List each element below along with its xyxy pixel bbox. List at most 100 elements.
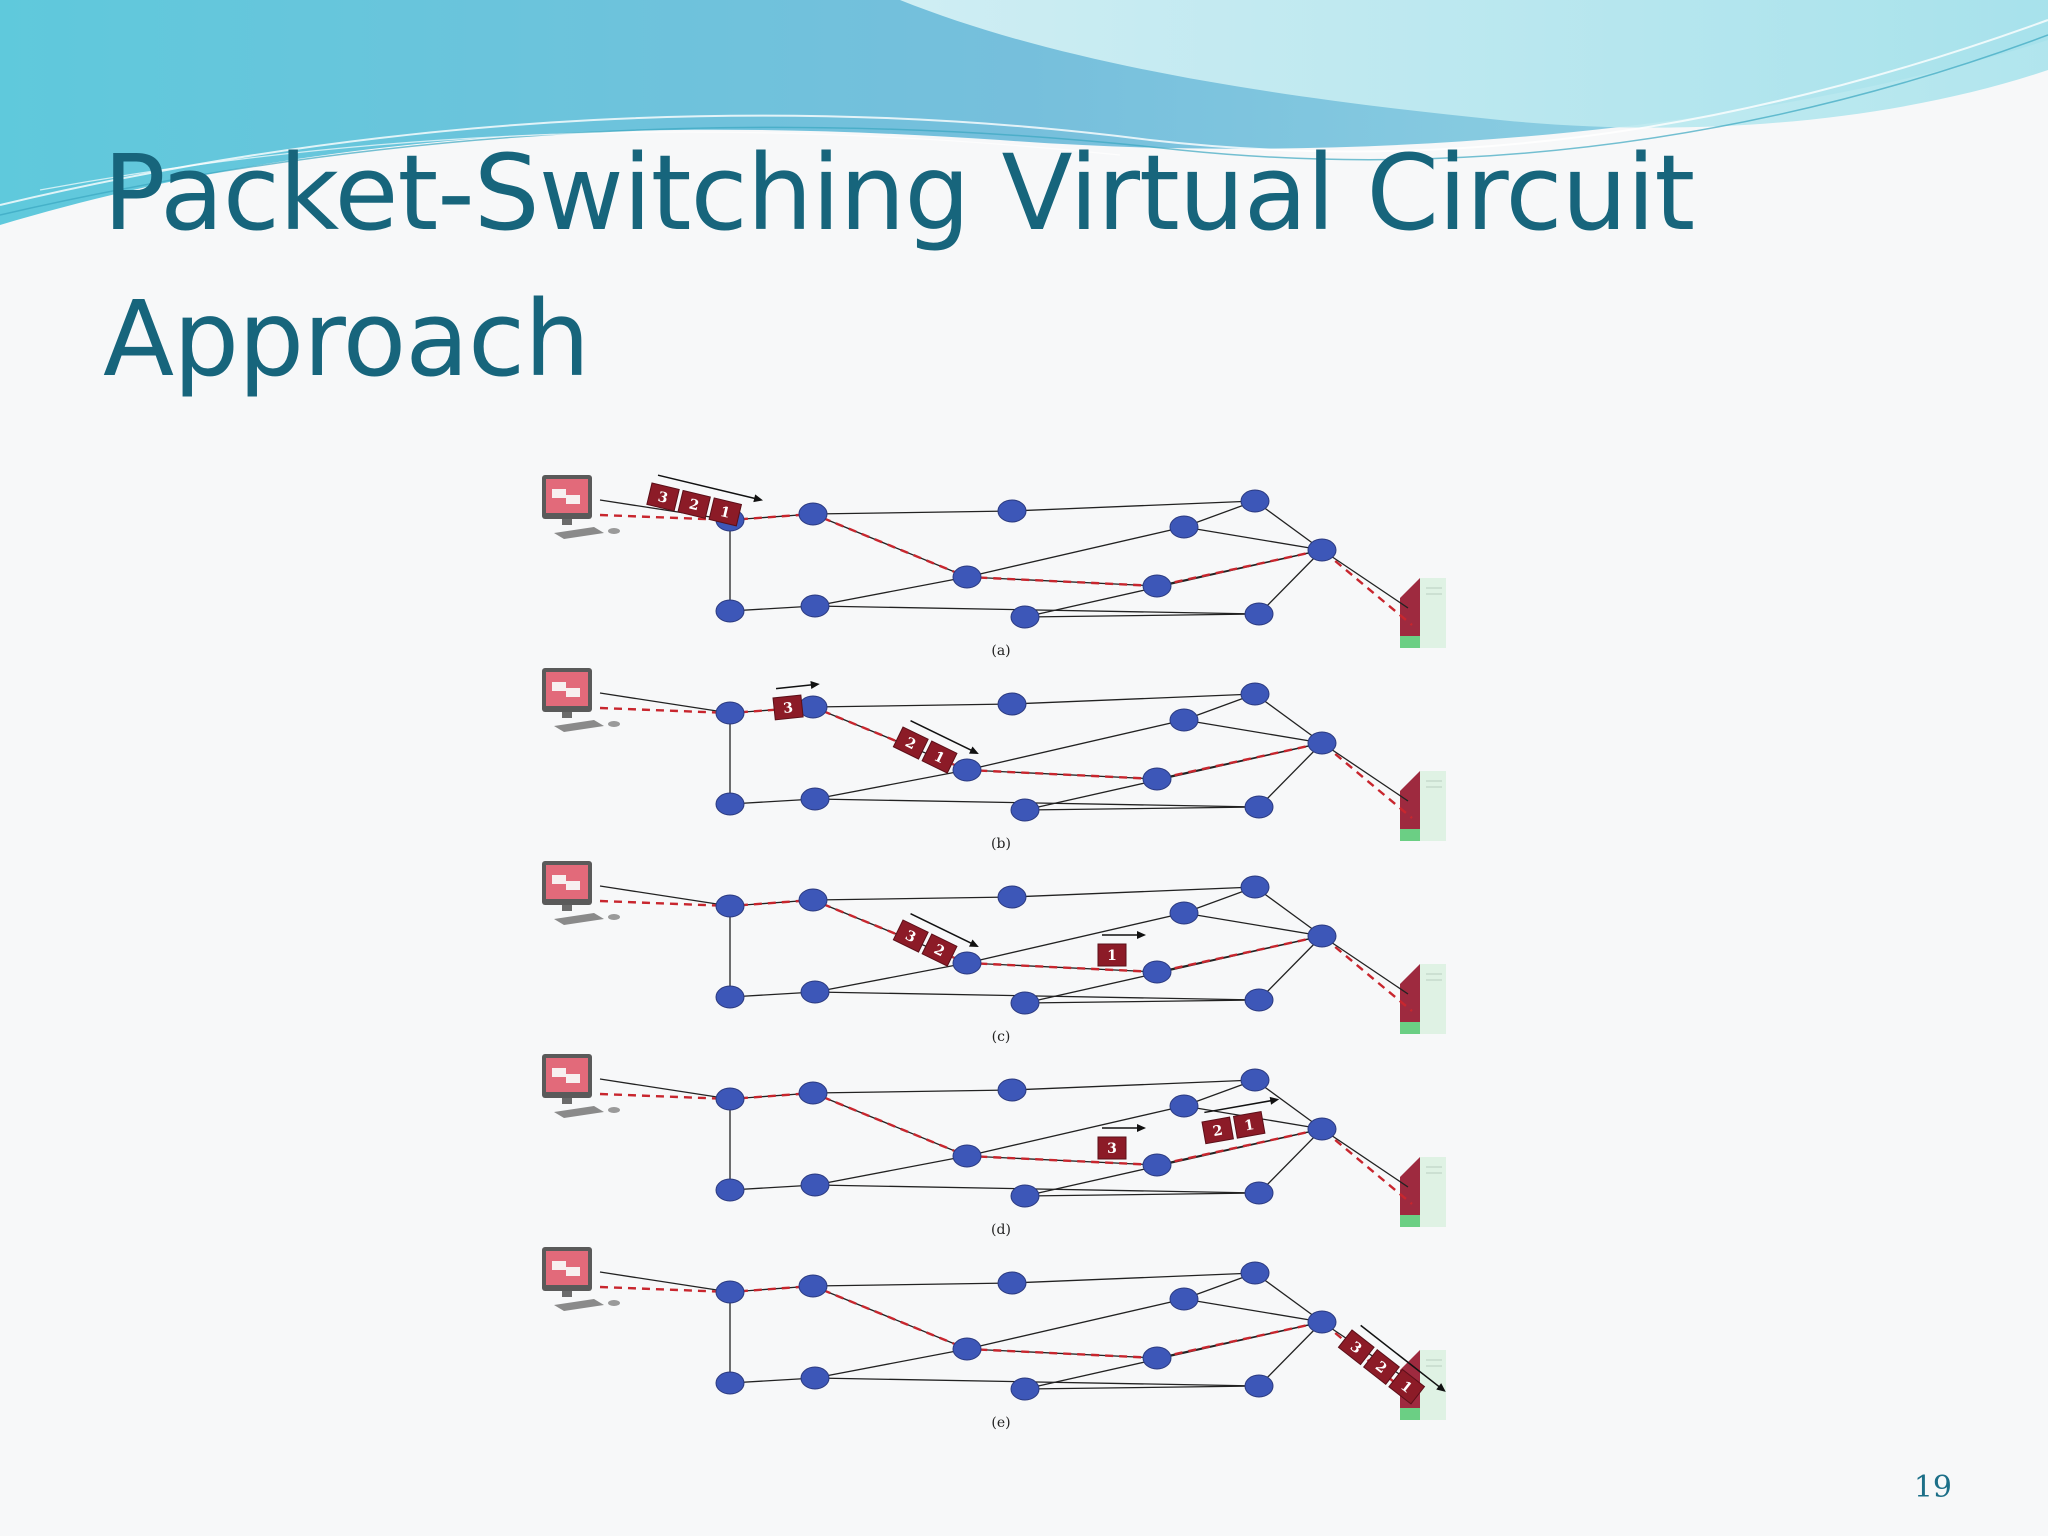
network-node [715, 792, 745, 816]
server-base [1400, 636, 1420, 648]
network-node [1244, 602, 1274, 626]
server-side [1400, 578, 1420, 648]
network-link [966, 1298, 1185, 1350]
network-link [814, 1155, 968, 1186]
direction-arrow-head [1269, 1096, 1280, 1105]
network-node [952, 565, 982, 589]
network-node [1307, 538, 1337, 562]
computer-icon [542, 475, 620, 539]
network-link [814, 605, 1260, 615]
server-front [1420, 771, 1446, 841]
panel-caption: (e) [991, 1415, 1010, 1430]
server-base [1400, 1408, 1420, 1420]
network-node [715, 701, 745, 725]
window-shape [566, 1267, 580, 1276]
direction-arrow-head [969, 746, 979, 754]
network-link [1156, 742, 1323, 780]
packet-box [646, 482, 680, 512]
panel-caption: (a) [991, 643, 1010, 659]
direction-arrow-head [810, 680, 820, 689]
network-link [1024, 1385, 1260, 1390]
packet-label: 1 [718, 504, 731, 522]
network-node [798, 1081, 828, 1105]
server-base [1400, 1215, 1420, 1227]
server-icon [1400, 1157, 1446, 1227]
network-link [966, 1105, 1185, 1157]
network-node [997, 692, 1027, 716]
network-link [1011, 500, 1256, 512]
network-link [1254, 693, 1323, 744]
network-node [1142, 767, 1172, 791]
network-link [1321, 1128, 1409, 1188]
network-link [1156, 549, 1323, 587]
packet-box [1388, 1368, 1426, 1405]
panel-caption: (b) [991, 836, 1011, 852]
network-link [1258, 1128, 1323, 1194]
server-front [1420, 578, 1446, 648]
network-link [1258, 549, 1323, 615]
network-node [715, 985, 745, 1009]
network-node [1142, 574, 1172, 598]
server-side [1400, 1157, 1420, 1227]
network-link [1258, 742, 1323, 808]
packet-label: 1 [1243, 1117, 1255, 1134]
network-node [715, 599, 745, 623]
mouse [608, 1107, 620, 1113]
keyboard [554, 527, 604, 539]
network-node [952, 1144, 982, 1168]
diagram-panel-b: 321(b) [542, 668, 1446, 852]
network-link [599, 1271, 731, 1293]
network-node [1010, 991, 1040, 1015]
network-link [812, 510, 1013, 515]
packet-box [921, 740, 958, 774]
network-link [966, 719, 1185, 771]
packet-box [892, 919, 929, 953]
network-node [1240, 1068, 1270, 1092]
network-link [814, 962, 968, 993]
packet-box [892, 726, 929, 760]
network-link [1321, 549, 1409, 609]
packet-label: 2 [1212, 1123, 1224, 1140]
server-base [1400, 1022, 1420, 1034]
network-link [812, 703, 1013, 708]
mouse [608, 1300, 620, 1306]
panel-caption: (d) [991, 1222, 1011, 1238]
network-link [1254, 1272, 1323, 1323]
network-node [715, 894, 745, 918]
packet-box [921, 933, 958, 967]
network-link [1321, 935, 1409, 995]
network-link [812, 896, 1013, 901]
network-node [715, 1280, 745, 1304]
packet-group: 32 [892, 912, 979, 967]
window-shape [552, 682, 566, 691]
network-link [966, 912, 1185, 964]
panel-caption: (c) [992, 1029, 1011, 1045]
server-front [1420, 1157, 1446, 1227]
keyboard [554, 1106, 604, 1118]
network-node [715, 1178, 745, 1202]
network-link [1254, 500, 1323, 551]
packet-label: 3 [782, 700, 793, 717]
direction-arrow [657, 474, 758, 500]
network-link [814, 1377, 1260, 1387]
network-node [1240, 489, 1270, 513]
network-link [1258, 1321, 1323, 1387]
server-side [1400, 964, 1420, 1034]
network-link [812, 1282, 1013, 1287]
packet-label: 2 [687, 496, 700, 514]
mouse [608, 914, 620, 920]
header-wave-light [900, 0, 2048, 128]
direction-arrow [1360, 1324, 1442, 1389]
server-icon [1400, 771, 1446, 841]
window-shape [566, 1074, 580, 1083]
network-node [800, 787, 830, 811]
page-number: 19 [1913, 1470, 1952, 1505]
packet-group: 321 [1337, 1324, 1446, 1405]
network-node [1010, 1377, 1040, 1401]
packet-box [677, 489, 711, 520]
mouse [608, 721, 620, 727]
